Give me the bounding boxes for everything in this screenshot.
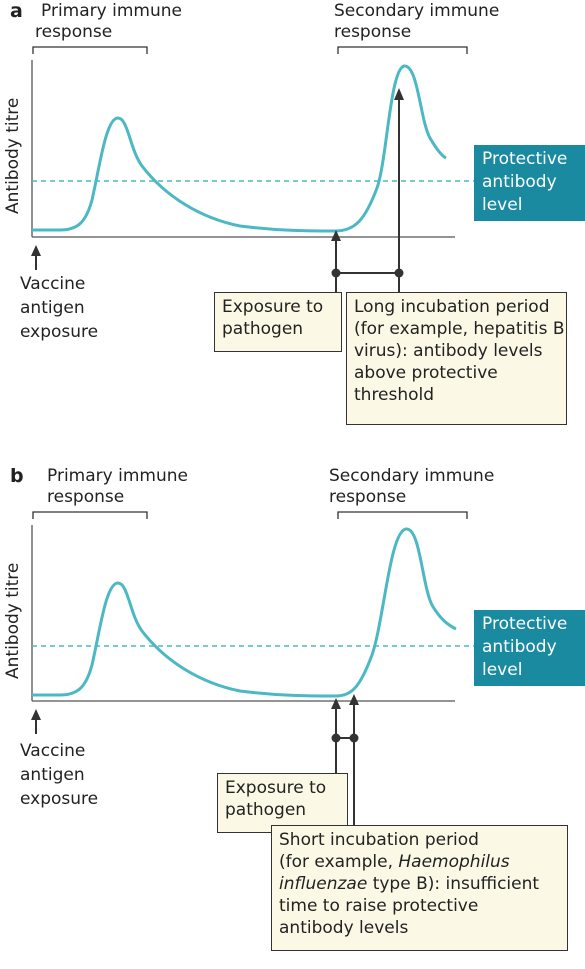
y-axis-label: Antibody titre (3, 562, 23, 679)
primary-label-line1: Primary immune (41, 1, 182, 21)
primary-label-line1: Primary immune (47, 466, 188, 486)
primary-label-line2: response (47, 487, 125, 507)
incubation-line5: threshold (354, 385, 435, 405)
panel-a-graphic (31, 46, 474, 292)
secondary-label-line2: response (334, 22, 412, 42)
panel-b: b Primary immune response Secondary immu… (0, 465, 585, 951)
vaccine-arrowhead (31, 245, 41, 256)
secondary-bracket (337, 46, 468, 54)
incubation-line4: above protective (354, 363, 498, 383)
incubation-line3: virus): antibody levels (354, 341, 543, 361)
incubation-note: Long incubation period (for example, hep… (346, 292, 567, 425)
secondary-label-line2: response (329, 487, 407, 507)
primary-label-line2: response (35, 22, 113, 42)
incubation-line2-b: Haemophilus (398, 852, 510, 872)
incubation-line2-a: (for example, (279, 852, 399, 872)
secondary-bracket (337, 511, 468, 519)
vaccine-line3: exposure (20, 789, 99, 809)
incubation-line1: Short incubation period (279, 830, 479, 850)
panel-b-graphic (31, 511, 474, 825)
short-incubation-arrowhead (349, 694, 359, 705)
protective-line1: Protective (482, 149, 568, 169)
connector-dot-right (394, 268, 404, 278)
exposure-arrowhead (331, 230, 341, 241)
incubation-line3-a: influenzae (279, 874, 368, 894)
protective-level-box: Protective antibody level (474, 610, 585, 686)
incubation-line4: time to raise protective (279, 896, 479, 916)
protective-line2: antibody (482, 637, 557, 657)
vaccine-line3: exposure (20, 322, 99, 342)
exposure-line1: Exposure to (225, 778, 327, 798)
antibody-curve (32, 64, 447, 233)
incubation-note: Short incubation period (for example, Ha… (271, 825, 568, 951)
protective-line3: level (482, 660, 523, 680)
incubation-line3: influenzae type B): insufficient (279, 873, 561, 895)
vaccine-arrowhead (31, 709, 41, 720)
primary-bracket (32, 46, 148, 54)
vaccine-line2: antigen (20, 298, 85, 318)
exposure-note: Exposure to pathogen (214, 292, 342, 352)
vaccine-line2: antigen (20, 765, 85, 785)
protective-line2: antibody (482, 172, 557, 192)
connector-dot-left (331, 268, 341, 278)
connector-dot-left (331, 733, 341, 743)
y-axis-label: Antibody titre (3, 97, 23, 214)
panel-a: a Primary immune response Secondary immu… (0, 0, 585, 470)
primary-bracket (32, 511, 148, 519)
secondary-label-line1: Secondary immune (334, 1, 500, 21)
antibody-curve (32, 527, 457, 698)
peak-arrowhead (394, 88, 404, 100)
vaccine-line1: Vaccine (20, 274, 86, 294)
exposure-note: Exposure to pathogen (217, 773, 348, 833)
protective-line3: level (482, 195, 523, 215)
secondary-label-line1: Secondary immune (329, 466, 495, 486)
panel-letter: a (10, 0, 23, 22)
exposure-arrowhead (331, 698, 341, 709)
incubation-line2: (for example, hepatitis B (354, 319, 565, 339)
protective-level-box: Protective antibody level (474, 145, 585, 221)
incubation-line2: (for example, Haemophilus (279, 851, 561, 873)
panel-letter: b (10, 465, 24, 487)
exposure-line2: pathogen (222, 319, 304, 339)
incubation-line5: antibody levels (279, 918, 409, 938)
vaccine-line1: Vaccine (20, 741, 86, 761)
connector-dot-right (349, 733, 359, 743)
protective-line1: Protective (482, 614, 568, 634)
incubation-line3-b: type B): insufficient (367, 874, 540, 894)
exposure-line2: pathogen (225, 800, 307, 820)
exposure-line1: Exposure to (222, 297, 324, 317)
incubation-line1: Long incubation period (354, 297, 550, 317)
